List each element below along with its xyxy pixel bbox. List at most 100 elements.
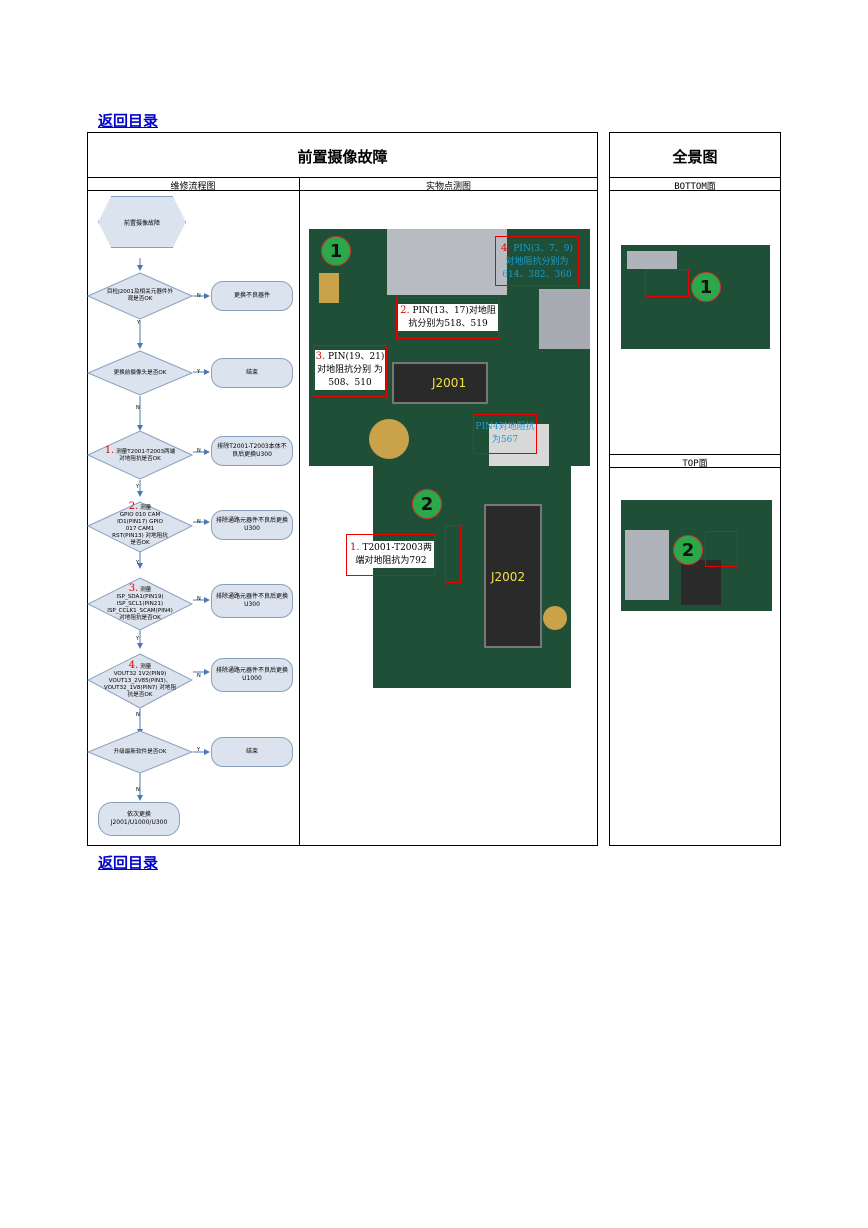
panorama-marker-2: 2 — [673, 535, 703, 565]
flow-step-4-number: 4. — [128, 659, 139, 671]
flow-start: 前置摄像故障 — [98, 196, 186, 248]
mounting-hole — [543, 606, 567, 630]
flow-decision-1-text: 目检J2001及相关元器件外观是否OK — [106, 289, 174, 302]
metal-shield — [387, 229, 507, 295]
annotation-4-number: 4. — [500, 243, 511, 254]
yes-label: Y — [136, 560, 140, 566]
flow-step-3-number: 3. — [128, 582, 139, 594]
panorama-title: 全景图 — [672, 148, 718, 166]
flow-result-3: 排除T2001-T2003本体不良后更换U300 — [211, 436, 293, 466]
col-flow-header: 维修流程图 — [170, 182, 216, 192]
flow-end: 依次更换J2001/U1000/U300 — [98, 802, 180, 836]
yes-label: Y — [137, 320, 141, 326]
flow-decision-4-head: 测量 — [140, 505, 152, 511]
bottom-side-label: BOTTOM面 — [674, 182, 716, 192]
annotation-4-text: PIN(3、7、9) 对地阻抗分别为 614、382、360 — [502, 244, 574, 280]
flow-decision-2-text: 更换前摄像头是否OK — [113, 369, 167, 376]
flow-decision-6-head: 测量 — [140, 663, 152, 670]
panorama-highlight-2 — [705, 531, 738, 567]
label-j2001: J2001 — [432, 376, 467, 390]
flow-decision-4-text: GPIO 010 CAM ID1(PIN17) GPIO 017 CAM1 RS… — [112, 512, 168, 546]
flow-step-2-number: 2. — [128, 501, 139, 512]
flow-connectors — [137, 258, 210, 801]
marker-1: 1 — [321, 236, 351, 266]
annotation-4: 4. PIN(3、7、9) 对地阻抗分别为 614、382、360 — [497, 242, 577, 282]
metal-shield — [627, 251, 677, 269]
annotation-box-1 — [346, 534, 436, 576]
flow-result-7: 结束 — [211, 737, 293, 767]
flow-result-1: 更换不良器件 — [211, 281, 293, 311]
divider — [609, 190, 781, 191]
annotation-1-text: T2001-T2003两端对地阻抗为792 — [355, 543, 432, 566]
col-photo-header: 实物点测图 — [425, 182, 471, 192]
no-label: N — [197, 596, 201, 602]
flow-decision-3-text: 测量T2001-T2003两端对地阻抗是否OK — [116, 449, 176, 462]
annotation-box-3 — [313, 345, 387, 397]
component — [319, 273, 339, 303]
panorama-highlight-1 — [645, 269, 689, 297]
annotation-3: 3. PIN(19、21) 对地阻抗分别 为508、510 — [315, 350, 385, 390]
annotation-2: 2. PIN(13、17)对地阻抗分别为518、519 — [398, 304, 498, 331]
flow-decision-5-text: ISP_SDA1(PIN19) ISP_SCL1(PIN21) ISP_CCLK… — [107, 593, 173, 621]
annotation-box-pin4 — [473, 414, 537, 454]
top-side-label: TOP面 — [682, 459, 708, 469]
yes-label: Y — [136, 636, 140, 642]
divider — [609, 467, 781, 468]
marker-2: 2 — [412, 489, 442, 519]
yes-label: Y — [197, 369, 201, 375]
annotation-pin4: PIN4对地阻抗为567 — [475, 421, 535, 447]
annotation-3-number: 3. — [315, 351, 326, 362]
flow-result-5: 排除通路元器件不良后更换U300 — [211, 584, 293, 618]
back-to-index-link-top[interactable]: 返回目录 — [98, 112, 159, 130]
no-label: N — [197, 519, 201, 525]
annotation-1-number: 1. — [350, 542, 360, 553]
flow-decision-7-text: 升级最新软件是否OK — [113, 748, 167, 755]
no-label: N — [197, 448, 201, 454]
table-title: 前置摄像故障 — [297, 148, 388, 166]
flow-decision-1: 目检J2001及相关元器件外观是否OK — [87, 272, 193, 320]
divider — [87, 177, 598, 178]
flow-decision-2: 更换前摄像头是否OK — [87, 350, 193, 396]
annotation-box-4 — [495, 236, 579, 286]
flow-step-1-number: 1. — [104, 445, 115, 456]
no-label: N — [136, 787, 140, 793]
annotation-2-number: 2. — [400, 305, 410, 316]
annotation-2-text: PIN(13、17)对地阻抗分别为518、519 — [408, 306, 496, 329]
highlight-t2001-t2003 — [445, 525, 461, 583]
flow-decision-5-head: 测量 — [140, 586, 152, 593]
divider — [609, 454, 781, 455]
flow-decision-6-text: VOUT32 1V2(PIN9) VOUT13_2V85(PIN3)、VOUT3… — [103, 670, 177, 698]
metal-shield — [625, 530, 669, 600]
yes-label: Y — [197, 747, 201, 753]
flow-result-2: 结束 — [211, 358, 293, 388]
flow-decision-7: 升级最新软件是否OK — [87, 730, 193, 774]
yes-label: Y — [136, 484, 140, 490]
annotation-3-text: PIN(19、21) 对地阻抗分别 为508、510 — [317, 352, 385, 388]
annotation-box-2 — [396, 297, 500, 339]
board-photo-j2001 — [309, 229, 590, 466]
label-j2002: J2002 — [491, 570, 526, 584]
component — [489, 424, 549, 466]
flow-result-6: 排除通路元器件不良后更换U1000 — [211, 658, 293, 692]
no-label: N — [197, 673, 201, 679]
divider — [299, 177, 300, 846]
flow-decision-3: 1. 测量T2001-T2003两端对地阻抗是否OK — [87, 430, 193, 480]
chip — [681, 560, 721, 605]
main-table — [87, 132, 598, 846]
annotation-1: 1. T2001-T2003两端对地阻抗为792 — [348, 541, 434, 568]
no-label: N — [136, 405, 140, 411]
metal-shield — [539, 289, 590, 349]
annotation-pin4-text: PIN4对地阻抗为567 — [475, 422, 535, 445]
divider — [609, 177, 781, 178]
panorama-marker-1: 1 — [691, 272, 721, 302]
flow-result-4: 排除通路元器件不良后更换U300 — [211, 510, 293, 540]
panorama-table — [609, 132, 781, 846]
connector-j2001 — [392, 362, 488, 404]
divider — [87, 190, 598, 191]
back-to-index-link-bottom[interactable]: 返回目录 — [98, 854, 159, 872]
no-label: N — [136, 712, 140, 718]
mounting-hole — [369, 419, 409, 459]
